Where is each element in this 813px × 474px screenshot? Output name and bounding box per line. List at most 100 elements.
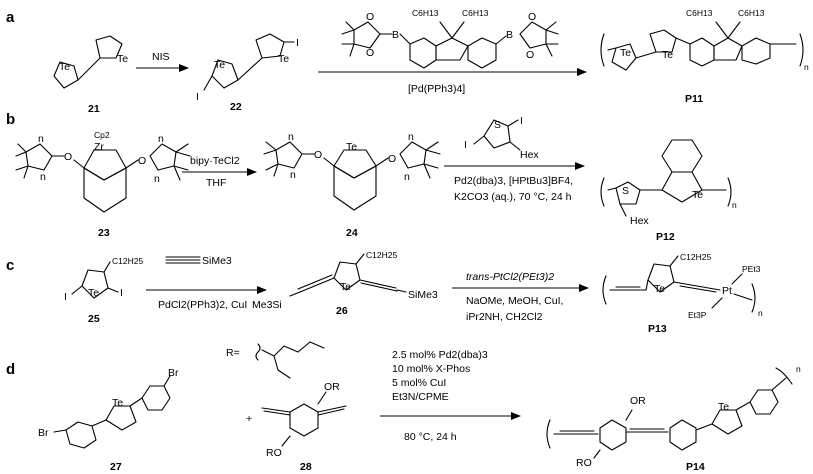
panel-a: a Te Te 21 NIS Te Te I I 22 [6, 8, 809, 115]
compound-number-22: 22 [230, 101, 242, 113]
arrow-condition-below: Pd2(dba)3, [HPtBu3]BF4, [454, 175, 573, 187]
atom-te: Te [620, 47, 631, 59]
atom-i: I [196, 91, 199, 103]
substituent-hex: Hex [630, 215, 649, 227]
alkyl-c12h25: C12H25 [112, 256, 143, 266]
atom-te: Te [214, 59, 225, 71]
alkyl-c12h25: C12H25 [680, 252, 711, 262]
compound-23-structure: n n O Zr Cp2 O n n [15, 130, 191, 213]
group-ro: RO [576, 457, 592, 469]
atom-te: Te [718, 401, 729, 413]
atom-te: Te [692, 189, 703, 201]
arrow-condition-above: trans-PtCl2(PEt3)2 [466, 271, 554, 283]
atom-te: Te [346, 141, 357, 153]
atom-o: O [526, 49, 534, 61]
polymer-p13-structure: C12H25 Te Pt PEt3 Et3P n [602, 252, 763, 320]
atom-i: I [64, 291, 67, 303]
panel-label-d: d [6, 361, 15, 378]
compound-number-28: 28 [300, 461, 312, 473]
repeat-subscript-n: n [804, 62, 809, 72]
atom-b: B [506, 29, 513, 41]
polymer-p11-structure: Te Te C6H13 C6H13 n [600, 8, 809, 72]
group-ro: RO [266, 447, 282, 459]
r-definition: R= [226, 347, 240, 359]
atom-te: Te [117, 53, 128, 65]
panel-label-a: a [6, 9, 15, 26]
atom-zr: Zr [94, 141, 104, 153]
alkyl-c12h25: C12H25 [366, 250, 397, 260]
atom-b: B [392, 29, 399, 41]
alkyl-c6h13: C6H13 [686, 8, 713, 18]
group-or: OR [324, 381, 340, 393]
atom-o: n [38, 133, 44, 145]
atom-o: n [158, 133, 164, 145]
atom-b: O [64, 151, 72, 163]
atom-te: Te [88, 287, 99, 299]
compound-21-structure: Te Te [53, 35, 128, 89]
arrow-condition-below: K2CO3 (aq.), 70 °C, 24 h [454, 191, 572, 203]
atom-br: Br [168, 367, 179, 379]
compound-22-structure: Te Te I I [196, 33, 299, 103]
atom-te: Te [278, 53, 289, 65]
compound-26-structure: C12H25 Te Me3Si SiMe3 [252, 250, 438, 311]
compound-24-structure: n n O Te O n n [263, 131, 441, 211]
arrow-condition-above: Et3N/CPME [392, 391, 449, 403]
panel-label-b: b [6, 111, 15, 128]
panel-d: d R= Br Te Br 27 + [6, 341, 801, 473]
repeat-subscript-n: n [732, 200, 737, 210]
substituent-hex: Hex [520, 149, 539, 161]
atom-o: O [366, 11, 374, 23]
fluorene-bpin-reagent: O O B C6H13 C6H13 B O O [341, 8, 559, 69]
compound-number-p12: P12 [656, 231, 675, 243]
arrow-condition-below: iPr2NH, CH2Cl2 [466, 311, 543, 323]
atom-o: n [404, 171, 410, 183]
atom-te: Te [662, 49, 673, 61]
atom-s: S [494, 119, 501, 131]
group-sime3: SiMe3 [408, 289, 438, 301]
plus-sign: + [246, 413, 252, 425]
atom-i: I [120, 287, 123, 299]
arrow-condition-below: NaOMe, MeOH, CuI, [466, 295, 563, 307]
compound-number-23: 23 [98, 227, 110, 239]
ligand-et3p: Et3P [688, 310, 707, 320]
atom-te: Te [340, 281, 351, 293]
ethylhexyl-group [255, 341, 325, 379]
compound-27-structure: Br Te Br [38, 367, 179, 449]
panel-label-c: c [6, 257, 14, 274]
arrow-condition-above: 2.5 mol% Pd2(dba)3 [392, 349, 488, 361]
atom-b: O [388, 153, 396, 165]
polymer-p14-structure: OR RO Te n [546, 364, 801, 469]
group-sime3: SiMe3 [202, 255, 232, 267]
atom-i: I [296, 37, 299, 49]
atom-o: O [366, 47, 374, 59]
ligand-pet3: PEt3 [742, 264, 761, 274]
compound-number-24: 24 [346, 227, 358, 239]
arrow-condition-below: PdCl2(PPh3)2, CuI [158, 299, 247, 311]
repeat-subscript-n: n [758, 308, 763, 318]
diiodohexylthiophene-reagent: S I I Hex [464, 115, 539, 161]
atom-te: Te [112, 397, 123, 409]
atom-b: O [138, 155, 146, 167]
atom-te: Te [59, 61, 70, 73]
atom-br: Br [38, 427, 49, 439]
atom-te: Te [654, 283, 665, 295]
compound-28-structure: OR RO [261, 381, 347, 459]
atom-o: n [288, 131, 294, 143]
arrow-condition-above: NIS [152, 51, 170, 63]
atom-pt: Pt [722, 285, 732, 297]
atom-o: n [40, 171, 46, 183]
atom-o: O [528, 11, 536, 23]
atom-i: I [464, 139, 467, 151]
arrow-condition-above: bipy·TeCl2 [190, 155, 240, 167]
group-me3si: Me3Si [252, 299, 282, 311]
alkyl-c6h13: C6H13 [738, 8, 765, 18]
group-or: OR [630, 395, 646, 407]
arrow-condition-below: [Pd(PPh3)4] [408, 83, 465, 95]
arrow-condition-above: 5 mol% CuI [392, 377, 446, 389]
compound-number-p13: P13 [648, 323, 667, 335]
compound-number-21: 21 [88, 103, 100, 115]
alkyl-c6h13: C6H13 [412, 8, 439, 18]
repeat-subscript-n: n [796, 364, 801, 374]
compound-number-25: 25 [88, 313, 100, 325]
